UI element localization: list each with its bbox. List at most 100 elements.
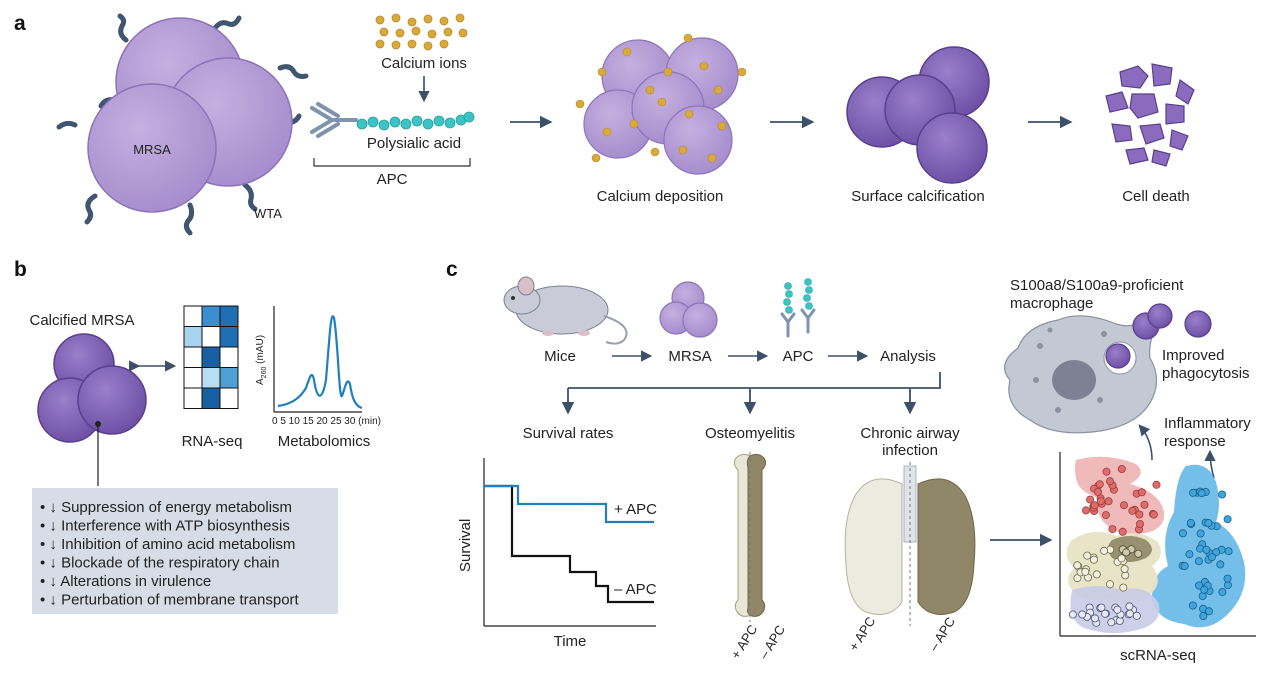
inflammatory-line1: Inflammatory (1164, 415, 1251, 432)
scrna-cell-dot (1189, 488, 1198, 497)
scrna-cell-dot (1101, 511, 1110, 520)
surface-calcification-cells (846, 46, 990, 184)
stage-cell-death: Cell death (1122, 188, 1190, 205)
scrna-cell-dot (1073, 561, 1082, 570)
scrna-cell-dot (1120, 565, 1129, 574)
scrna-cell-dot (1136, 520, 1145, 529)
survival-minus-apc-line (484, 484, 654, 604)
calcium-ions-label: Calcium ions (381, 55, 467, 72)
scrna-cell-dot (1224, 547, 1233, 556)
effect-item: • ↓ Blockade of the respiratory chain (40, 555, 280, 572)
scrna-cell-dot (1106, 477, 1115, 486)
scrna-cell-dot (1205, 607, 1214, 616)
scrna-cell-dot (1090, 501, 1099, 510)
lung-minus-apc-label: – APC (926, 614, 958, 653)
polysialic-acid-label: Polysialic acid (367, 135, 461, 152)
scrna-cell-dot (1120, 501, 1129, 510)
outcome-airway-line1: Chronic airway (860, 425, 960, 442)
mrsa-pointer-dot (95, 421, 101, 427)
calcified-mrsa-cells (37, 333, 147, 443)
scrna-cell-dot (1223, 574, 1232, 583)
scrna-cell-dot (1125, 609, 1134, 618)
scrna-cell-dot (1152, 480, 1161, 489)
effect-item: • ↓ Interference with ATP biosynthesis (40, 518, 290, 535)
scrna-cell-dot (1101, 609, 1110, 618)
survival-x-label: Time (554, 633, 587, 650)
survival-minus-apc-label: – APC (614, 581, 657, 598)
scrna-cell-dot (1078, 610, 1087, 619)
apc-label: APC (377, 171, 408, 188)
survival-plot: + APC – APC Survival Time (457, 458, 657, 650)
heatmap-cell (201, 346, 221, 368)
lung-plus-apc-label: + APC (846, 614, 878, 654)
antibody-icon (310, 102, 358, 138)
mrsa-label: MRSA (133, 142, 171, 157)
scrna-cell-dot (1197, 489, 1206, 498)
stage-calcium-deposition: Calcium deposition (597, 188, 724, 205)
bone-minus-apc-label: – APC (756, 622, 788, 661)
panel-b: b Calcified MRSA RNA-seq A260 (mAU) 0 5 … (14, 258, 381, 614)
scrna-cell-dot (1117, 554, 1126, 563)
rnaseq-heatmap (183, 305, 239, 409)
effect-item: • ↓ Alterations in virulence (40, 573, 211, 590)
scrna-cell-dot (1086, 495, 1095, 504)
scrna-cell-dot (1200, 585, 1209, 594)
metabolomics-chart: A260 (mAU) 0 5 10 15 20 25 30 (min) Meta… (255, 306, 381, 450)
apc-mini-icon (780, 278, 816, 338)
scrna-cell-dot (1094, 487, 1103, 496)
workflow-mice: Mice (544, 348, 576, 365)
scrna-cell-dot (1102, 467, 1111, 476)
scrna-cell-dot (1081, 567, 1090, 576)
inflammatory-line2: response (1164, 433, 1226, 450)
survival-y-label: Survival (457, 519, 474, 572)
scrna-cell-dot (1186, 519, 1195, 528)
scrna-plot: scRNA-seq (1059, 452, 1256, 664)
scrna-cell-dot (1134, 549, 1143, 558)
scrna-cell-dot (1092, 570, 1101, 579)
scrna-cell-dot (1216, 560, 1225, 569)
scrna-cell-dot (1119, 583, 1128, 592)
scrna-cell-dot (1185, 550, 1194, 559)
heatmap-cell (183, 387, 203, 409)
panel-c-letter: c (446, 258, 458, 281)
scrna-cell-dot (1135, 510, 1144, 519)
outcome-osteomyelitis: Osteomyelitis (705, 425, 795, 442)
scrna-cell-dot (1107, 618, 1116, 627)
scrna-cell-dot (1091, 614, 1100, 623)
outcome-survival: Survival rates (523, 425, 614, 442)
scrna-cell-dot (1207, 553, 1216, 562)
scrna-cell-dot (1117, 464, 1126, 473)
scrna-dots (1068, 464, 1233, 627)
scrna-cell-dot (1223, 515, 1232, 524)
wta-label: WTA (254, 206, 282, 221)
scrna-cell-dot (1137, 488, 1146, 497)
scrna-cell-dot (1196, 529, 1205, 538)
phagocytosed-mrsa (1105, 303, 1212, 369)
scrna-cell-dot (1089, 555, 1098, 564)
scrna-cell-dot (1082, 506, 1091, 515)
effects-list: • ↓ Suppression of energy metabolism• ↓ … (40, 499, 300, 609)
metabolomics-label: Metabolomics (278, 433, 371, 450)
scrna-cell-dot (1218, 490, 1227, 499)
macrophage-label-line1: S100a8/S100a9-proficient (1010, 277, 1184, 294)
heatmap-cell (219, 367, 239, 389)
workflow-apc: APC (783, 348, 814, 365)
macrophage-icon (1003, 314, 1158, 434)
calcium-deposits (575, 33, 747, 163)
heatmap-cell (183, 326, 203, 348)
scrna-cell-dot (1188, 601, 1197, 610)
bone-icon (733, 452, 767, 622)
mrsa-mini-cells (659, 281, 718, 338)
scrna-cell-dot (1097, 603, 1106, 612)
scrna-cell-dot (1096, 497, 1105, 506)
scrna-cell-dot (1122, 548, 1131, 557)
cell-death-fragments (1105, 63, 1195, 167)
scrna-cell-dot (1195, 581, 1204, 590)
scrna-cell-dot (1180, 562, 1189, 571)
workflow-mrsa: MRSA (668, 348, 711, 365)
heatmap-cell (201, 367, 221, 389)
scrna-cell-dot (1106, 580, 1115, 589)
scrna-cell-dot (1113, 605, 1122, 614)
panel-b-letter: b (14, 258, 27, 281)
